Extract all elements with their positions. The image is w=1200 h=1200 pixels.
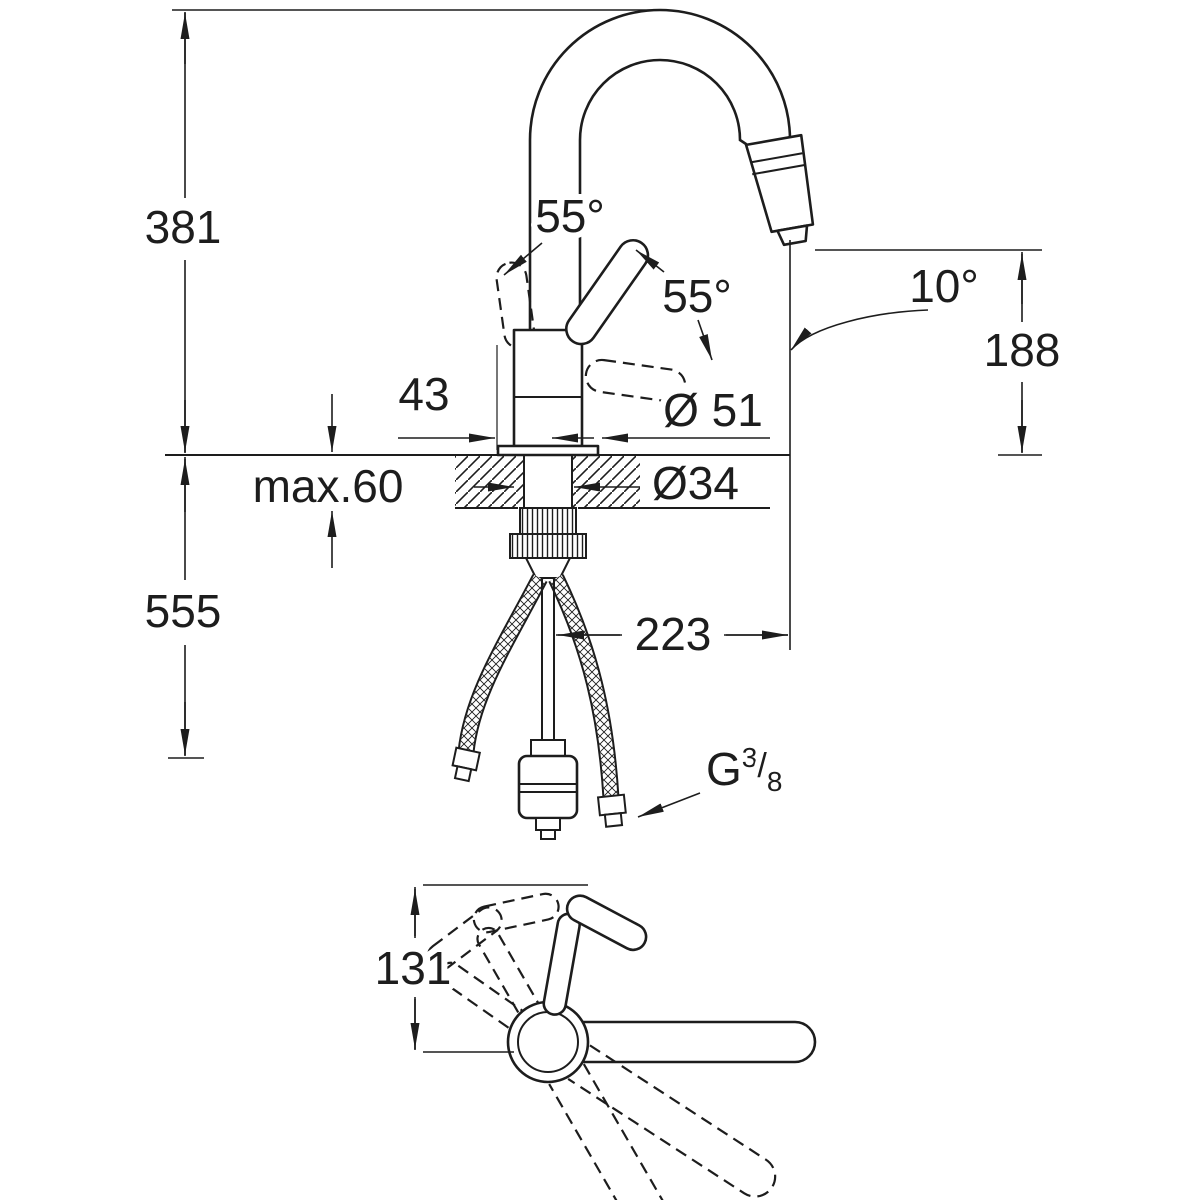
thread-leader xyxy=(637,792,701,818)
hose-weight xyxy=(517,754,579,820)
handle-plan xyxy=(542,894,648,1016)
dim-max-thickness-label: max.60 xyxy=(253,460,404,512)
dim-handle-reach-label: 131 xyxy=(375,942,452,994)
hose-weight-tip xyxy=(540,829,556,840)
mounting-shank xyxy=(519,507,577,535)
spout-swivel-dashed-2 xyxy=(548,1063,693,1200)
dim-handle-offset-label: 43 xyxy=(398,368,449,420)
supply-hose-left xyxy=(457,574,548,754)
spout-plan-outline xyxy=(573,1020,817,1064)
spout-outer-contour xyxy=(528,8,803,332)
spray-head-outlet xyxy=(776,224,809,247)
handle-angle-leader-front xyxy=(697,319,713,361)
counter-hatch-left xyxy=(455,456,524,507)
spout-inner-contour xyxy=(578,58,748,332)
spray-head xyxy=(744,133,815,247)
hose-fitting-left xyxy=(451,746,482,783)
dim-below-counter-label: 555 xyxy=(145,585,222,637)
spout-swivel-dashed-1 xyxy=(567,1044,777,1198)
thread-size-label: G3/8 xyxy=(706,742,782,797)
spray-head-body xyxy=(744,133,815,234)
handle-dashed-front-position xyxy=(584,358,687,403)
handle-swivel-dashed-1 xyxy=(472,892,560,1021)
base-flange xyxy=(496,444,600,457)
under-counter-assembly xyxy=(451,507,627,840)
countertop-section xyxy=(165,454,790,509)
base-plan-circle xyxy=(506,1000,590,1084)
dimension-lines xyxy=(168,9,1042,818)
faucet-top-view xyxy=(410,884,817,1200)
dim-hole-diameter-label: Ø34 xyxy=(652,457,739,509)
dim-base-diameter-label: Ø 51 xyxy=(663,384,763,436)
faucet-front-view xyxy=(495,8,815,508)
dim-spray-angle-label: 10° xyxy=(909,260,979,312)
spray-angle-leader xyxy=(790,309,929,351)
pullout-hose xyxy=(541,578,555,742)
handle-angle-leader-back xyxy=(503,242,543,276)
supply-hose-right xyxy=(548,574,620,799)
dimension-labels: 381 555 max.60 55° 55° 10° 188 43 Ø 51 Ø… xyxy=(139,184,1067,1000)
handle-lever xyxy=(565,238,650,346)
spray-head-band-lines xyxy=(750,152,806,176)
dim-handle-angle-back-label: 55° xyxy=(535,190,605,242)
mounting-nut xyxy=(509,533,587,559)
counter-hatch-right xyxy=(572,456,640,507)
mixer-body xyxy=(512,328,584,448)
handle-angle-leader-mid xyxy=(635,249,665,273)
hose-fitting-right xyxy=(596,793,627,828)
mounting-shank-sides xyxy=(523,455,573,508)
hose-weight-collar xyxy=(530,739,566,757)
hose-weight-nub xyxy=(535,817,561,831)
dim-total-height-label: 381 xyxy=(145,201,222,253)
dim-handle-angle-front-label: 55° xyxy=(662,270,732,322)
dim-outlet-height-label: 188 xyxy=(984,324,1061,376)
dim-projection-label: 223 xyxy=(635,608,712,660)
hose-weight-groove xyxy=(519,783,577,793)
